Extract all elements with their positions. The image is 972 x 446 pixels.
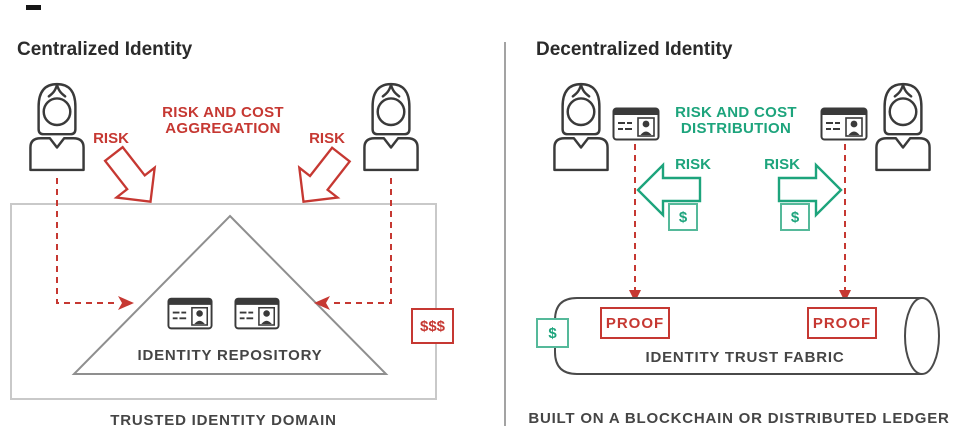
repository-label: IDENTITY REPOSITORY [137,347,323,364]
risk-label-left: RISK [93,130,129,147]
risk-label-left-green: RISK [675,156,711,173]
trust-fabric-label: IDENTITY TRUST FABRIC [645,349,845,366]
person-icon [875,82,931,172]
distribution-heading: RISK AND COST DISTRIBUTION [662,105,810,137]
distribution-line1: RISK AND COST [675,104,797,121]
risk-label-right-green: RISK [764,156,800,173]
person-icon [29,82,85,172]
dashed-arrow-left-proof [629,144,641,302]
dollar-box-fabric: $ [536,318,569,348]
proof-box-left: PROOF [600,307,670,339]
id-card-icon [612,107,660,141]
dashed-arrow-right [314,178,392,310]
centralized-title: Centralized Identity [17,39,193,60]
risk-arrow-left-icon [103,145,157,203]
id-card-icon [167,297,213,330]
aggregation-line2: AGGREGATION [165,120,281,137]
proof-box-right: PROOF [807,307,877,339]
panel-divider [504,42,506,426]
dashed-arrow-left [56,178,134,310]
cost-box: $$$ [411,308,454,344]
risk-distribution-arrow-right-icon [777,162,843,218]
aggregation-heading: RISK AND COST AGGREGATION [138,105,308,137]
decentralized-title: Decentralized Identity [536,39,733,60]
risk-arrow-right-icon [297,146,352,203]
dollar-box-left: $ [668,203,698,231]
repository-triangle-icon [71,214,389,375]
risk-label-right: RISK [309,130,345,147]
aggregation-line1: RISK AND COST [162,104,284,121]
dollar-box-right: $ [780,203,810,231]
id-card-icon [234,297,280,330]
id-card-icon [820,107,868,141]
blockchain-caption: BUILT ON A BLOCKCHAIN OR DISTRIBUTED LED… [528,410,950,427]
trusted-domain-caption: TRUSTED IDENTITY DOMAIN [110,412,337,429]
person-icon [553,82,609,172]
risk-distribution-arrow-left-icon [636,162,702,218]
scan-artifact-mark [26,5,41,10]
distribution-line2: DISTRIBUTION [680,120,792,137]
person-icon [363,82,419,172]
dashed-arrow-right-proof [839,144,851,302]
